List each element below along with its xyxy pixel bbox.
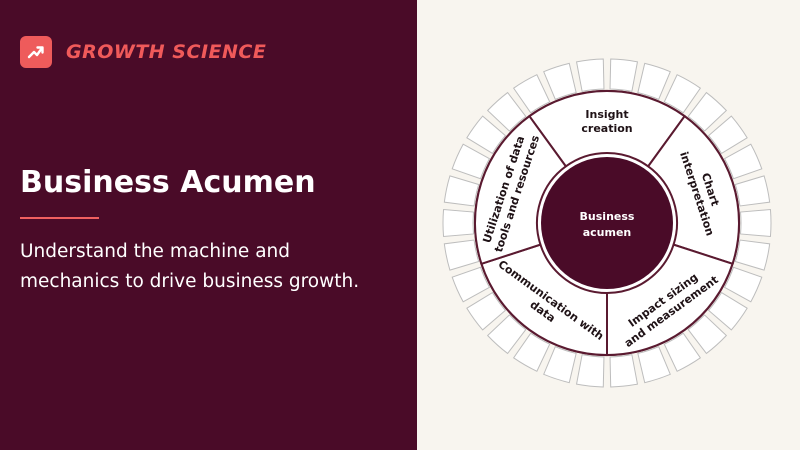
outer-ring-cell xyxy=(707,115,748,155)
segment-wedge xyxy=(646,114,740,266)
outer-ring-cell xyxy=(466,291,507,331)
segment-label-line: Insight xyxy=(585,108,628,121)
left-panel: GROWTH SCIENCE Business Acumen Understan… xyxy=(0,0,417,450)
hub-label-line: acumen xyxy=(583,226,632,239)
segment-wedge xyxy=(606,243,734,357)
hub: Business acumen xyxy=(541,157,673,289)
segment-wedge xyxy=(474,114,568,266)
segment-label-line: creation xyxy=(581,122,632,135)
outer-ring-cell xyxy=(443,175,480,207)
outer-ring-cell xyxy=(734,175,771,207)
outer-ring-cell xyxy=(451,143,491,180)
outer-ring-cell xyxy=(609,58,639,92)
outer-ring-cell xyxy=(687,91,728,132)
page-title: Business Acumen xyxy=(20,165,316,200)
hub-circle xyxy=(541,157,673,289)
outer-ring-cell xyxy=(451,266,491,303)
segment-wedge xyxy=(480,243,608,357)
outer-ring-cell xyxy=(443,239,480,271)
trending-up-icon xyxy=(20,36,52,68)
outer-ring-cell xyxy=(707,291,748,331)
outer-ring-cell xyxy=(723,266,763,303)
outer-ring-cell xyxy=(512,332,551,372)
brand-name: GROWTH SCIENCE xyxy=(66,41,267,63)
brand: GROWTH SCIENCE xyxy=(20,35,266,69)
outer-ring-cell xyxy=(466,115,507,155)
title-underline xyxy=(20,217,99,219)
segment-wedge xyxy=(528,89,686,168)
outer-ring-cell xyxy=(637,62,671,101)
outer-ring-cell xyxy=(543,62,577,101)
outer-ring-cell xyxy=(734,239,771,271)
hub-label: Business acumen xyxy=(580,210,635,239)
outer-ring-cell xyxy=(609,354,639,388)
outer-ring-cell xyxy=(723,143,763,180)
outer-ring-cell xyxy=(687,314,728,355)
outer-ring-cell xyxy=(512,74,551,114)
outer-ring-cell xyxy=(575,354,605,388)
outer-ring-cell xyxy=(486,314,527,355)
outer-ring-cell xyxy=(637,345,671,384)
page-description: Understand the machine and mechanics to … xyxy=(20,241,360,292)
outer-ring-cell xyxy=(486,91,527,132)
outer-ring-cell xyxy=(575,58,605,92)
outer-ring xyxy=(442,58,772,388)
outer-ring-cell xyxy=(442,209,474,237)
outer-ring-cell xyxy=(663,74,702,114)
outer-ring-cell xyxy=(543,345,577,384)
outer-ring-cell xyxy=(740,209,772,237)
outer-ring-cell xyxy=(663,332,702,372)
hub-label-line: Business xyxy=(580,210,635,223)
